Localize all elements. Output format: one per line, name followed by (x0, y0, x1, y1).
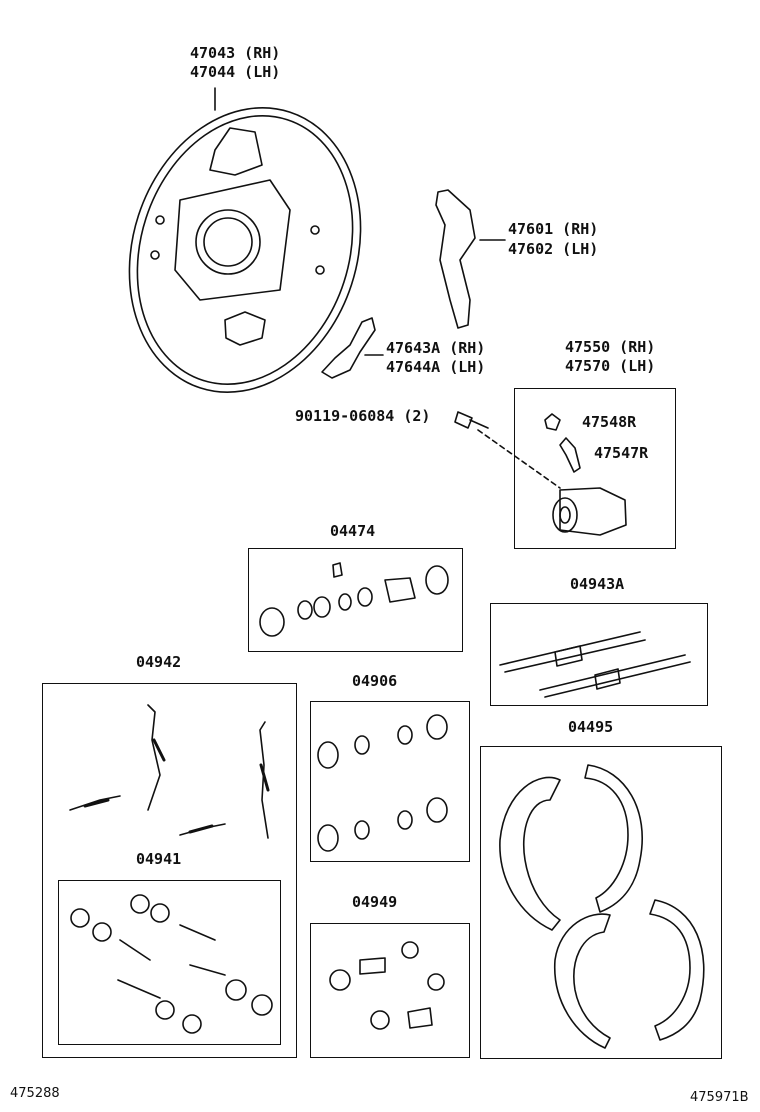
box-04943a (490, 603, 708, 706)
wheel-cylinder (544, 413, 627, 536)
label-47547r: 47547R (594, 444, 649, 462)
label-47550-rh: 47550 (RH) (565, 338, 656, 356)
corner-code-right: 475971B (690, 1090, 749, 1105)
label-04942: 04942 (136, 653, 182, 671)
label-04943a: 04943A (570, 575, 625, 593)
label-04495: 04495 (568, 718, 614, 736)
label-47644a-lh: 47644A (LH) (386, 358, 486, 376)
kit-04474-parts (259, 562, 449, 637)
adjuster-assemblies (499, 631, 691, 698)
label-47601-rh: 47601 (RH) (508, 220, 599, 238)
parking-lever (435, 189, 506, 329)
box-04949 (310, 923, 470, 1058)
label-47044-lh: 47044 (LH) (190, 63, 281, 81)
corner-code-left: 475288 (10, 1086, 60, 1101)
box-04942 (42, 683, 297, 1058)
label-47548r: 47548R (582, 413, 637, 431)
kit-04949-parts (329, 941, 445, 1030)
label-47643a-rh: 47643A (RH) (386, 339, 486, 357)
label-04941: 04941 (136, 850, 182, 868)
kit-04906-parts (317, 714, 448, 852)
bolt (454, 411, 561, 489)
label-04906: 04906 (352, 672, 398, 690)
hold-down-parts (70, 894, 273, 1034)
return-springs (69, 704, 270, 839)
backing-plate (128, 87, 362, 393)
brake-shoes (499, 764, 705, 1049)
label-04949: 04949 (352, 893, 398, 911)
box-04495 (480, 746, 722, 1059)
label-04474: 04474 (330, 522, 376, 540)
box-04474 (248, 548, 463, 652)
adjuster-lever (321, 317, 384, 379)
box-04941 (58, 880, 281, 1045)
box-wheel-cylinder (514, 388, 676, 549)
label-47043-rh: 47043 (RH) (190, 44, 281, 62)
label-47570-lh: 47570 (LH) (565, 357, 656, 375)
box-04906 (310, 701, 470, 862)
label-bolt: 90119-06084 (2) (295, 407, 431, 425)
label-47602-lh: 47602 (LH) (508, 240, 599, 258)
